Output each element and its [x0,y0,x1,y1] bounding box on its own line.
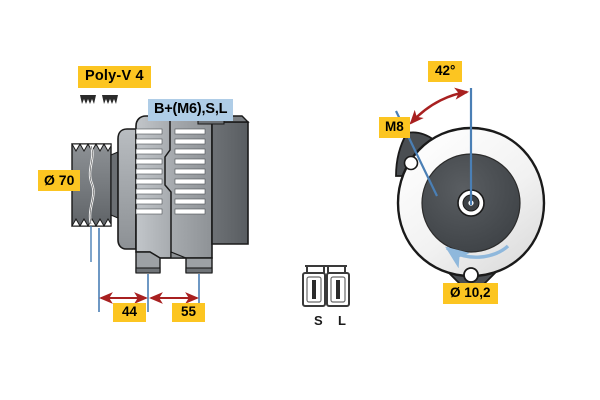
label-dimension-44: 44 [113,303,147,322]
label-pulley-diameter: Ø 70 [38,170,81,191]
terminal-blade-s [312,280,316,299]
connector-symbol [302,265,350,307]
regulator-cover [211,115,250,245]
label-mount-hole-diameter: Ø 10,2 [443,283,498,304]
label-bolt-thread-m8: M8 [379,117,410,138]
poly-v-groove-icon [80,95,118,104]
stator-housing [135,115,213,259]
lower-mounting-hole [463,267,479,283]
cooling-fins-right [174,128,206,215]
m8-bolt-hole [403,155,419,171]
end-elevation-view [395,87,546,291]
connector-label-l: L [338,313,346,328]
drive-end-bracket [117,128,137,250]
side-elevation-view [71,95,250,312]
terminal-blade-l [336,280,340,299]
poly-v-pulley [71,142,112,228]
cooling-fins-left [135,128,163,215]
label-angle-42: 42° [428,61,463,82]
rotation-direction-arrow [445,244,510,269]
label-poly-v: Poly-V 4 [78,66,151,88]
mounting-feet [135,251,213,274]
connector-label-s: S [314,313,323,328]
angle-arc-42 [409,87,470,125]
label-dimension-55: 55 [172,303,206,322]
label-terminals: B+(M6),S,L [148,99,234,121]
drive-end-boss [110,151,119,219]
